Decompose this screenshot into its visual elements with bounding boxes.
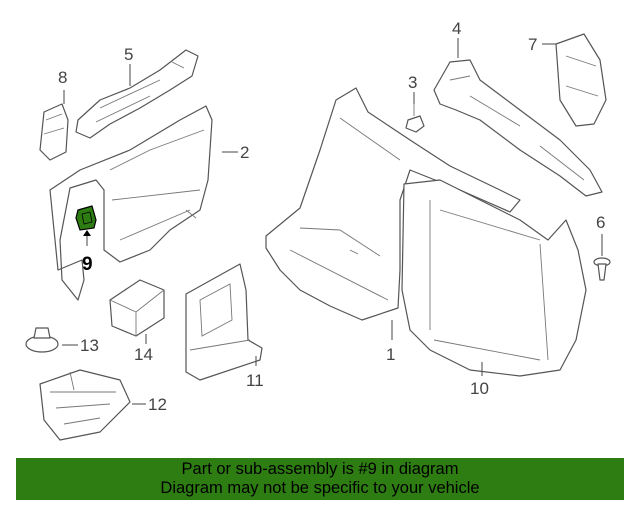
callout-11: 11: [246, 371, 264, 390]
part-14-module: [109, 279, 165, 337]
part-2-side-trim: [49, 105, 213, 301]
part-8-bracket: [39, 103, 69, 161]
part-10-right-panel: [401, 179, 587, 377]
callout-2: 2: [240, 143, 249, 162]
callout-10: 10: [470, 379, 489, 398]
callout-14: 14: [134, 345, 153, 364]
part-1-floor-trim: [265, 87, 521, 321]
callout-12: 12: [148, 395, 167, 414]
callout-4: 4: [452, 19, 461, 38]
part-13-nut: [25, 327, 59, 353]
part-7-bracket: [555, 33, 607, 127]
part-11-panel: [185, 263, 263, 381]
info-banner: Part or sub-assembly is #9 in diagram Di…: [16, 458, 624, 500]
callout-6: 6: [596, 213, 605, 232]
part-12-tray: [39, 369, 131, 441]
callout-13: 13: [80, 336, 99, 355]
callout-8: 8: [58, 68, 67, 87]
callout-9: 9: [82, 254, 93, 275]
part-6-push-pin: [593, 257, 611, 281]
banner-line-1: Part or sub-assembly is #9 in diagram: [181, 460, 459, 478]
part-9-highlighted: [75, 205, 97, 231]
part-4-rail: [433, 59, 603, 197]
callout-7: 7: [528, 35, 537, 54]
part-3-fastener: [405, 104, 425, 133]
callout-3: 3: [408, 73, 417, 92]
callout-5: 5: [124, 45, 133, 64]
callout-1: 1: [386, 345, 395, 364]
banner-line-2: Diagram may not be specific to your vehi…: [160, 479, 480, 497]
part-5-rail: [75, 49, 199, 139]
